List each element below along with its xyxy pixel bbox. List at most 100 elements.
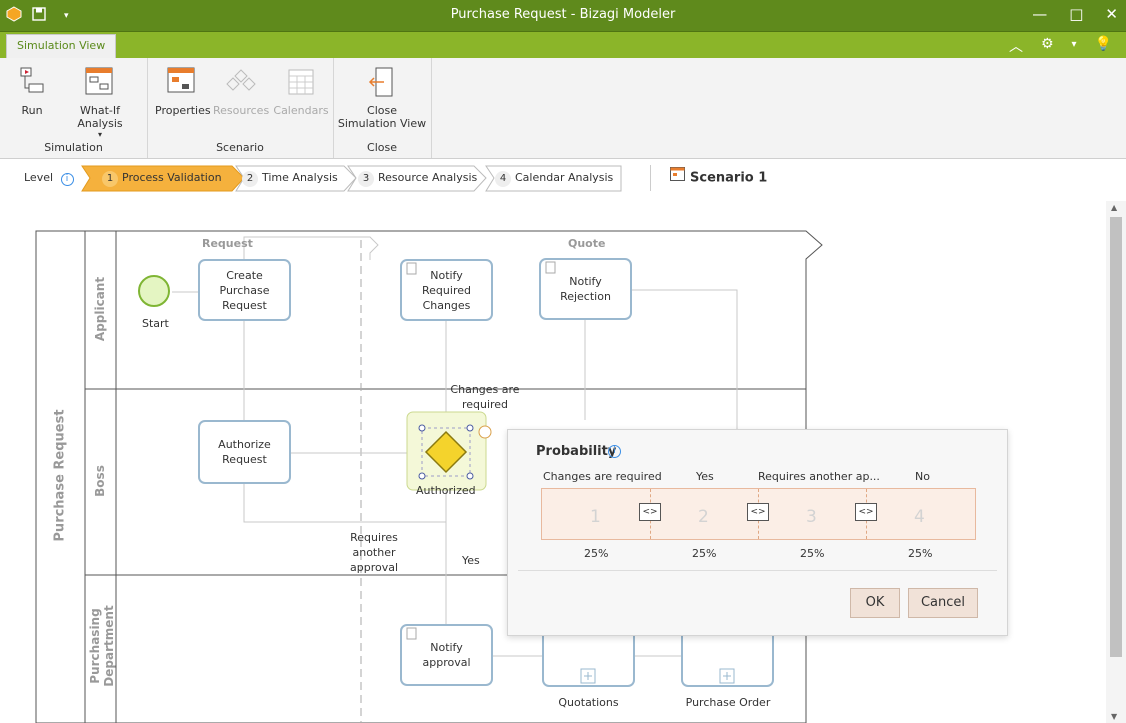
run-label: Run xyxy=(21,104,43,117)
task-authorize-request[interactable]: Authorize Request xyxy=(199,437,290,467)
lane-3-line-2: Department xyxy=(102,605,116,687)
step-1-number: 1 xyxy=(102,171,118,187)
properties-label: Properties xyxy=(155,104,211,117)
what-if-analysis-button[interactable]: What-If Analysis ▾ xyxy=(58,66,142,139)
what-if-icon xyxy=(84,66,116,100)
task-text: Notify xyxy=(430,641,463,654)
step-3-label: Resource Analysis xyxy=(378,171,478,184)
scenario-indicator: Scenario 1 xyxy=(670,166,767,190)
step-2-label: Time Analysis xyxy=(262,171,338,184)
resize-handle-icon[interactable]: <> xyxy=(747,503,769,521)
task-text: Rejection xyxy=(560,290,611,303)
step-1-label: Process Validation xyxy=(122,171,222,184)
dialog-divider xyxy=(518,570,997,571)
scroll-down-icon[interactable]: ▼ xyxy=(1111,712,1118,721)
task-text: Create xyxy=(226,269,263,282)
lane-3-line-1: Purchasing xyxy=(88,608,102,684)
ribbon-right-controls: ︿ ⚙ ▾ 💡 xyxy=(1009,36,1112,56)
group-label-simulation: Simulation xyxy=(44,141,103,154)
subprocess-quotations-label: Quotations xyxy=(558,696,619,709)
task-text: Notify xyxy=(569,275,602,288)
dialog-title: Probability xyxy=(536,444,617,459)
subprocess-purchase-order-label: Purchase Order xyxy=(685,696,771,709)
task-notify-required-changes[interactable]: Notify Required Changes xyxy=(401,268,492,313)
level-step-3[interactable]: 3 Resource Analysis xyxy=(358,166,477,190)
level-label: Level i xyxy=(24,166,74,190)
customize-toolbar-icon[interactable]: ▾ xyxy=(64,10,69,21)
task-text: Request xyxy=(222,453,267,466)
minimize-icon[interactable]: — xyxy=(1032,5,1048,23)
title-bar: ▾ Purchase Request - Bizagi Modeler — □ … xyxy=(0,0,1126,32)
ok-button[interactable]: OK xyxy=(850,588,900,618)
scenario-icon xyxy=(670,166,685,190)
properties-button[interactable]: Properties xyxy=(155,66,211,117)
window-controls: — □ ✕ xyxy=(1032,5,1118,23)
group-label-scenario: Scenario xyxy=(216,141,264,154)
segment-4-number: 4 xyxy=(914,507,925,527)
flow-label-requires-another-approval: Requires another approval xyxy=(334,530,414,575)
close-simulation-view-button[interactable]: Close Simulation View xyxy=(337,66,427,130)
step-4-number: 4 xyxy=(495,171,511,187)
tab-simulation-view[interactable]: Simulation View xyxy=(6,34,117,59)
step-3-number: 3 xyxy=(358,171,374,187)
flow-label-yes: Yes xyxy=(462,554,480,567)
task-text: Notify xyxy=(430,269,463,282)
scroll-up-icon[interactable]: ▲ xyxy=(1111,203,1118,212)
collapse-ribbon-icon[interactable]: ︿ xyxy=(1008,39,1023,55)
task-text: Purchase xyxy=(219,284,270,297)
what-if-dropdown-icon[interactable]: ▾ xyxy=(97,130,102,139)
resources-button[interactable]: Resources xyxy=(213,66,269,117)
what-if-label: What-If Analysis xyxy=(77,104,123,130)
task-notify-rejection[interactable]: Notify Rejection xyxy=(540,274,631,304)
cancel-button[interactable]: Cancel xyxy=(908,588,978,618)
lane-label-purchasing-department: Purchasing Department xyxy=(88,586,116,706)
run-icon xyxy=(16,66,48,100)
close-label-line2: Simulation View xyxy=(337,117,427,130)
flow-text: Requires xyxy=(350,531,398,544)
info-icon[interactable]: i xyxy=(608,445,621,458)
level-step-1[interactable]: 1 Process Validation xyxy=(102,166,222,190)
probability-dialog: Probability i Changes are required Yes R… xyxy=(507,429,1008,636)
window-title: Purchase Request - Bizagi Modeler xyxy=(450,7,676,22)
scenario-name: Scenario 1 xyxy=(690,170,768,186)
percent-3: 25% xyxy=(800,547,825,560)
path-header-1: Changes are required xyxy=(543,470,662,483)
settings-gear-icon[interactable]: ⚙ xyxy=(1040,36,1054,52)
save-icon[interactable] xyxy=(32,7,46,24)
step-4-label: Calendar Analysis xyxy=(515,171,614,184)
info-icon[interactable]: i xyxy=(60,173,74,186)
resize-handle-icon[interactable]: <> xyxy=(855,503,877,521)
task-text: Authorize xyxy=(218,438,271,451)
percent-1: 25% xyxy=(584,547,609,560)
resize-handle-icon[interactable]: <> xyxy=(639,503,661,521)
percent-2: 25% xyxy=(692,547,717,560)
scrollbar-thumb[interactable] xyxy=(1110,217,1122,657)
ribbon-tab-bar: Simulation View ︿ ⚙ ▾ 💡 xyxy=(0,32,1126,59)
ribbon: Run What-If Analysis ▾ Simulation Proper… xyxy=(0,58,1126,159)
lightbulb-icon[interactable]: 💡 xyxy=(1094,36,1112,52)
maximize-icon[interactable]: □ xyxy=(1069,5,1084,23)
path-header-3: Requires another ap... xyxy=(758,470,880,483)
segment-2-number: 2 xyxy=(698,507,709,527)
percent-4: 25% xyxy=(908,547,933,560)
close-icon[interactable]: ✕ xyxy=(1105,5,1118,23)
gateway-authorized-label: Authorized xyxy=(416,484,476,497)
probability-slider-band[interactable]: 1 2 3 4 <> <> <> xyxy=(541,488,976,540)
level-step-4[interactable]: 4 Calendar Analysis xyxy=(495,166,613,190)
quick-access-toolbar: ▾ xyxy=(6,6,69,25)
lane-label-applicant: Applicant xyxy=(93,276,107,342)
group-scenario: Properties Resources Calendars Scenario xyxy=(147,58,334,158)
calendars-button[interactable]: Calendars xyxy=(273,66,329,117)
task-text: Request xyxy=(222,299,267,312)
vertical-scrollbar[interactable]: ▲ ▼ xyxy=(1106,201,1126,723)
properties-icon xyxy=(166,66,198,100)
run-button[interactable]: Run xyxy=(12,66,52,117)
task-notify-approval[interactable]: Notify approval xyxy=(401,640,492,670)
flow-text: required xyxy=(461,398,509,411)
path-header-2: Yes xyxy=(696,470,714,483)
task-create-purchase-request[interactable]: Create Purchase Request xyxy=(199,268,290,313)
dropdown-arrow-icon[interactable]: ▾ xyxy=(1071,39,1077,50)
phase-label-request: Request xyxy=(202,237,253,250)
phase-label-quote: Quote xyxy=(568,237,606,250)
